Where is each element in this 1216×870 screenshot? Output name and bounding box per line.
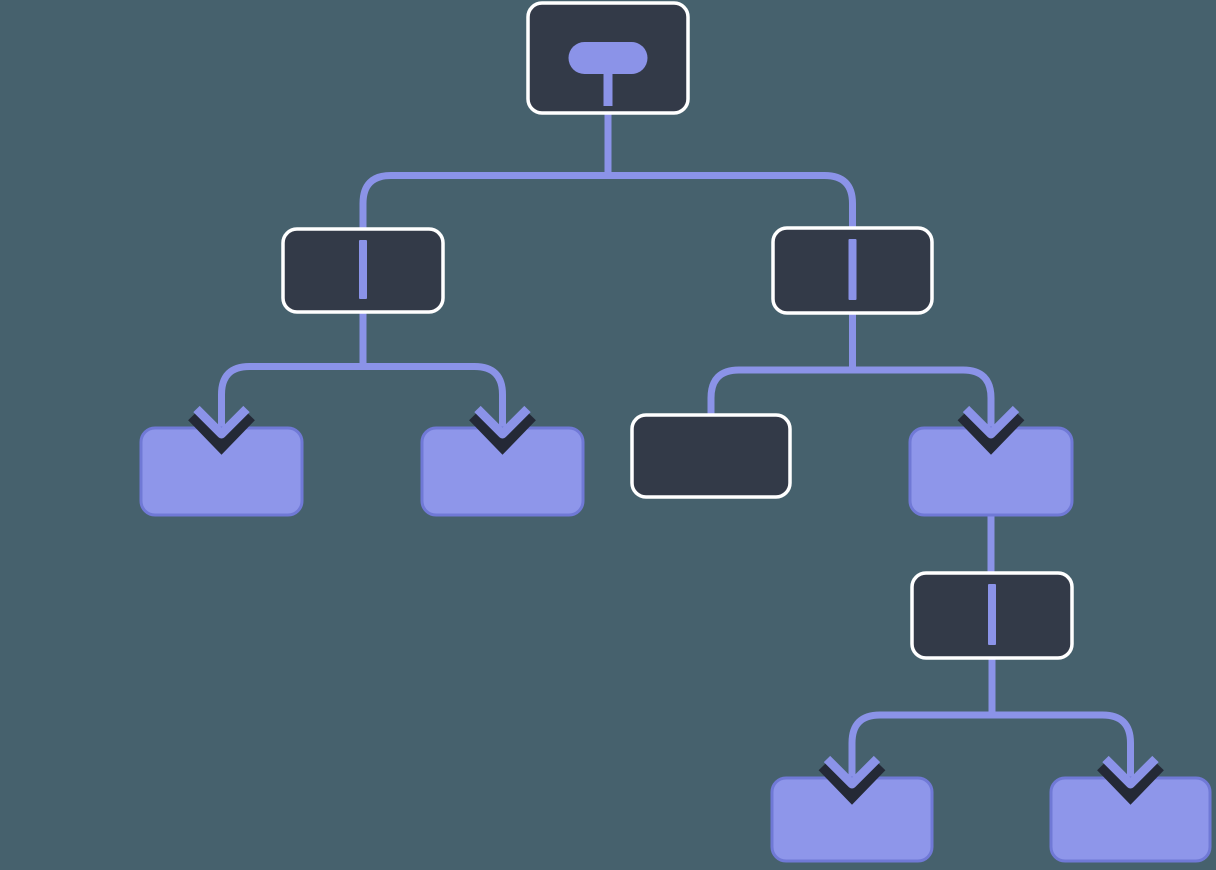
chevron-purple-shape — [193, 405, 250, 439]
connector-layer — [218, 105, 1134, 782]
chevron-purple-shape — [474, 405, 531, 439]
arrow-down-icon — [818, 755, 886, 805]
vertical-line-icon — [848, 239, 857, 300]
pill-stem-icon — [568, 42, 648, 106]
connector-edge-root — [359, 105, 856, 241]
vertical-line-icon — [988, 584, 996, 645]
chevron-dark-shape — [957, 409, 1025, 455]
pill-stem — [603, 70, 613, 106]
node-layer — [139, 1, 1212, 863]
arrow-layer — [188, 405, 1164, 805]
vertical-line-icon — [359, 240, 367, 299]
chevron-dark-shape — [188, 409, 255, 455]
icon-layer — [359, 42, 996, 645]
arrow-down-icon — [1097, 755, 1164, 805]
connector-edge-branch-lower — [848, 650, 1134, 782]
arrow-down-icon — [188, 405, 255, 455]
chevron-dark-shape — [1097, 759, 1164, 805]
chevron-purple-shape — [962, 405, 1020, 439]
chevron-purple-shape — [823, 755, 881, 789]
chevron-dark-shape — [469, 409, 536, 455]
node-plain-dark — [630, 413, 792, 499]
connector-edge-branch-left — [218, 304, 506, 432]
chevron-dark-shape — [818, 759, 886, 805]
connector-edge-branch-right — [707, 305, 995, 432]
chevron-purple-shape — [1102, 755, 1159, 789]
pill-shape — [568, 42, 648, 74]
arrow-down-icon — [469, 405, 536, 455]
arrow-down-icon — [957, 405, 1025, 455]
